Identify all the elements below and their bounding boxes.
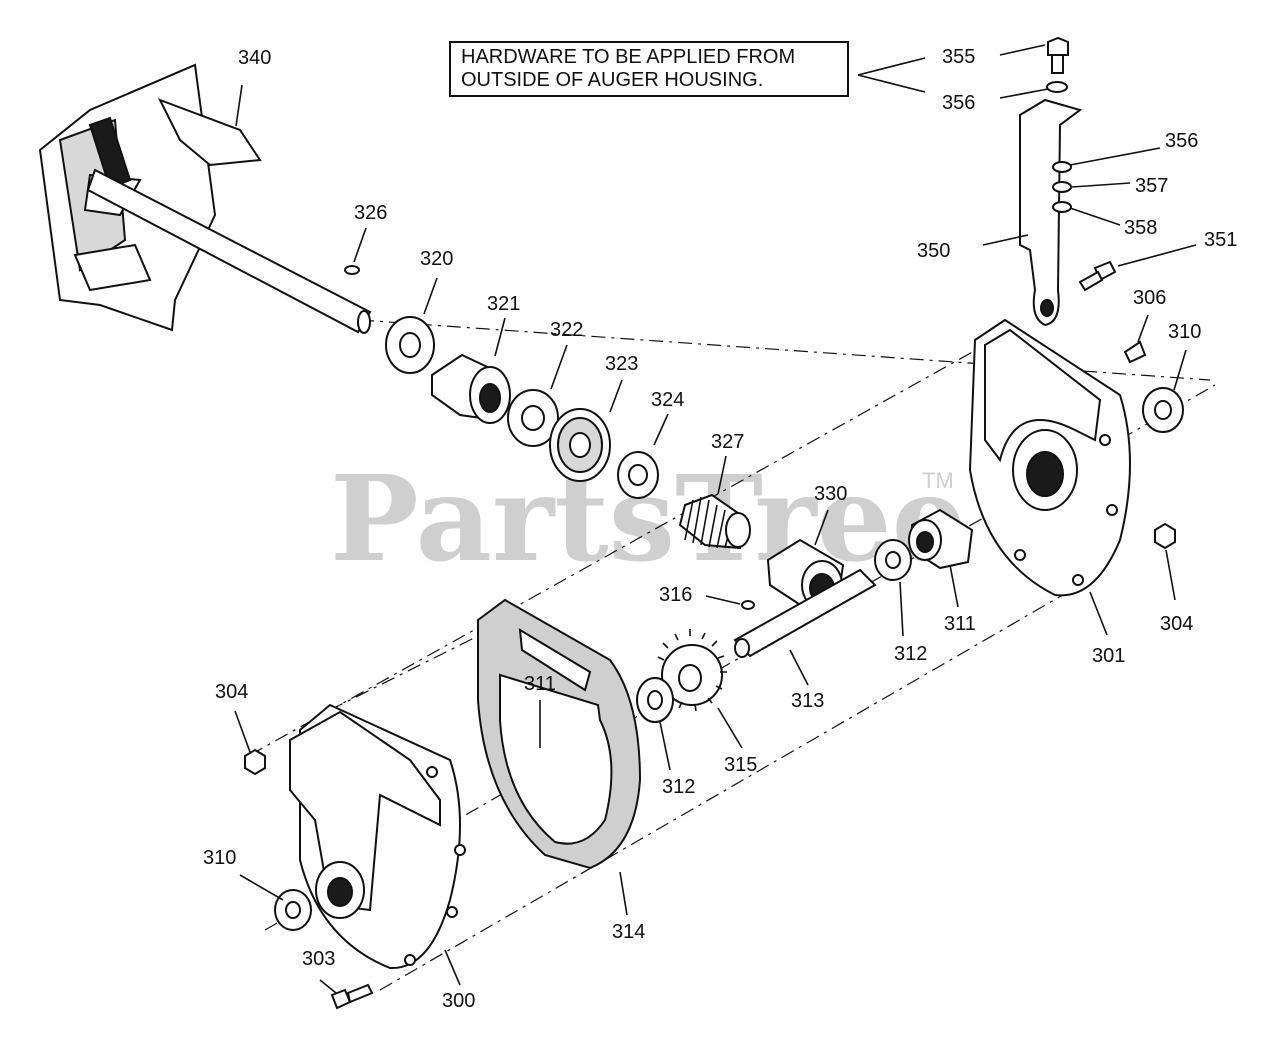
callout-300: 300	[442, 990, 475, 1012]
lock-washer-357	[1052, 181, 1072, 193]
watermark-trademark: TM	[922, 468, 954, 493]
callout-301: 301	[1092, 645, 1125, 667]
hardware-note-box	[449, 41, 849, 97]
callout-326: 326	[354, 202, 387, 224]
bearing-310-left	[274, 889, 312, 931]
callout-316: 316	[659, 584, 692, 606]
callout-311-left: 311	[524, 673, 556, 695]
bracket-350	[1019, 98, 1083, 327]
alignment-line-left	[329, 624, 501, 711]
key-316	[741, 600, 755, 610]
bolt-355	[1047, 36, 1069, 74]
thrust-bearing-323	[549, 408, 611, 482]
bearing-321	[431, 353, 511, 424]
bushing-311-right	[908, 508, 974, 570]
washer-356-top	[1046, 81, 1068, 93]
callout-306: 306	[1133, 287, 1166, 309]
callout-358: 358	[1124, 217, 1157, 239]
callout-310-left: 310	[203, 847, 236, 869]
washer-324	[617, 451, 659, 499]
callout-304-left: 304	[215, 681, 248, 703]
bearing-310-right	[1142, 387, 1184, 433]
screw-303	[330, 983, 374, 1010]
callout-340: 340	[238, 47, 271, 69]
hardware-note-line-2: OUTSIDE OF AUGER HOUSING.	[461, 69, 763, 91]
bolt-351	[1078, 260, 1117, 292]
callout-304-right: 304	[1160, 613, 1193, 635]
callout-351: 351	[1204, 229, 1237, 251]
callout-310-right: 310	[1168, 321, 1201, 343]
callout-labels: 340 326 320 321 322 323 324 327 330 316 …	[203, 46, 1237, 1012]
washer-312-left	[636, 677, 674, 723]
nut-358	[1052, 201, 1072, 213]
washer-312-right	[874, 539, 912, 581]
shaft-313	[733, 568, 877, 658]
alignment-line-upper	[249, 344, 986, 756]
key-326	[344, 265, 360, 275]
callout-322: 322	[550, 319, 583, 341]
washer-320	[385, 316, 435, 374]
callout-357: 357	[1135, 175, 1168, 197]
callout-324: 324	[651, 389, 684, 411]
gear-housing-300	[289, 703, 466, 970]
callout-327: 327	[711, 431, 744, 453]
gasket-314	[477, 598, 642, 870]
callout-314: 314	[612, 921, 645, 943]
washer-356-lower	[1052, 161, 1072, 173]
gear-housing-301	[968, 318, 1131, 597]
callout-356-top: 356	[942, 92, 975, 114]
callout-312-right: 312	[894, 643, 927, 665]
callout-303: 303	[302, 948, 335, 970]
callout-350: 350	[917, 240, 950, 262]
callout-330: 330	[814, 483, 847, 505]
callout-315: 315	[724, 754, 757, 776]
hardware-note-line-1: HARDWARE TO BE APPLIED FROM	[461, 46, 795, 68]
nut-304-left	[244, 748, 266, 776]
nut-304-right	[1154, 522, 1176, 550]
auger-340	[38, 63, 372, 334]
callout-323: 323	[605, 353, 638, 375]
callout-356-lower: 356	[1165, 130, 1198, 152]
callout-311-right: 311	[944, 613, 976, 635]
callout-leaders	[234, 44, 1197, 994]
hardware-note-pointer	[857, 57, 926, 93]
washer-322	[507, 389, 559, 447]
callout-313: 313	[791, 690, 824, 712]
pinion-gear-315	[655, 629, 727, 712]
callout-355: 355	[942, 46, 975, 68]
callout-320: 320	[420, 248, 453, 270]
callout-312-left: 312	[662, 776, 695, 798]
auger-axis-line	[359, 319, 1211, 381]
callout-321: 321	[487, 293, 520, 315]
worm-gear-327	[678, 493, 751, 550]
set-screw-306	[1123, 340, 1147, 364]
alignment-line-lower	[379, 584, 1081, 991]
